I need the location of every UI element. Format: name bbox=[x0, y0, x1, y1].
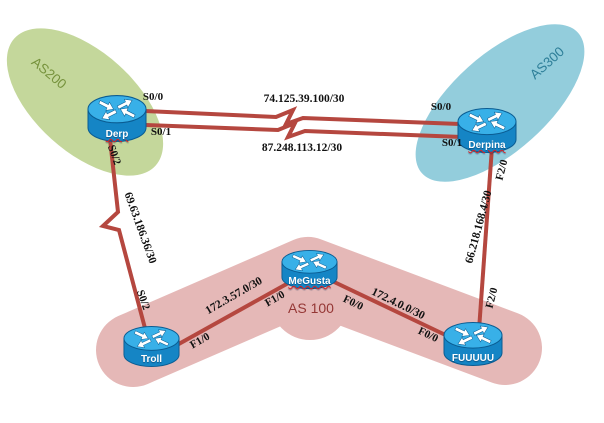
router-name-fuuuuu: FUUUUU bbox=[451, 353, 495, 364]
router-fuuuuu: FUUUUU bbox=[443, 322, 503, 367]
subnet-label-serial-top: 74.125.39.100/30 bbox=[263, 93, 345, 105]
router-derpina: Derpina bbox=[457, 108, 517, 154]
router-icon bbox=[281, 250, 338, 290]
interface-label-derp-s0-0: S0/0 bbox=[142, 91, 164, 103]
router-name-derp: Derp bbox=[105, 129, 129, 140]
router-icon bbox=[123, 326, 180, 368]
router-name-megusta: MeGusta bbox=[288, 276, 331, 287]
router-derp: Derp bbox=[87, 95, 147, 143]
router-icon bbox=[443, 322, 503, 366]
interface-label-derpina-s0-0: S0/0 bbox=[430, 101, 452, 113]
router-icon bbox=[87, 95, 147, 142]
router-name-derpina: Derpina bbox=[468, 140, 506, 151]
as300-region bbox=[415, 24, 585, 182]
link-derp-troll bbox=[98, 138, 148, 333]
link-megusta-fuuuuu bbox=[329, 278, 457, 342]
router-name-troll: Troll bbox=[140, 354, 163, 365]
link-troll-megusta bbox=[176, 279, 293, 347]
router-megusta: MeGusta bbox=[281, 250, 338, 290]
router-troll: Troll bbox=[123, 326, 180, 368]
interface-label-derp-s0-1: S0/1 bbox=[150, 126, 172, 138]
link-derp-derpina-serial-top bbox=[144, 106, 461, 128]
link-derpina-fuuuuu bbox=[477, 146, 494, 331]
as100-label: AS 100 bbox=[288, 300, 334, 316]
subnet-label-serial-bottom: 87.248.113.12/30 bbox=[261, 142, 343, 154]
router-icon bbox=[457, 108, 517, 153]
interface-label-derpina-s0-1: S0/1 bbox=[441, 137, 463, 149]
link-derp-derpina-serial-bottom bbox=[145, 119, 463, 141]
